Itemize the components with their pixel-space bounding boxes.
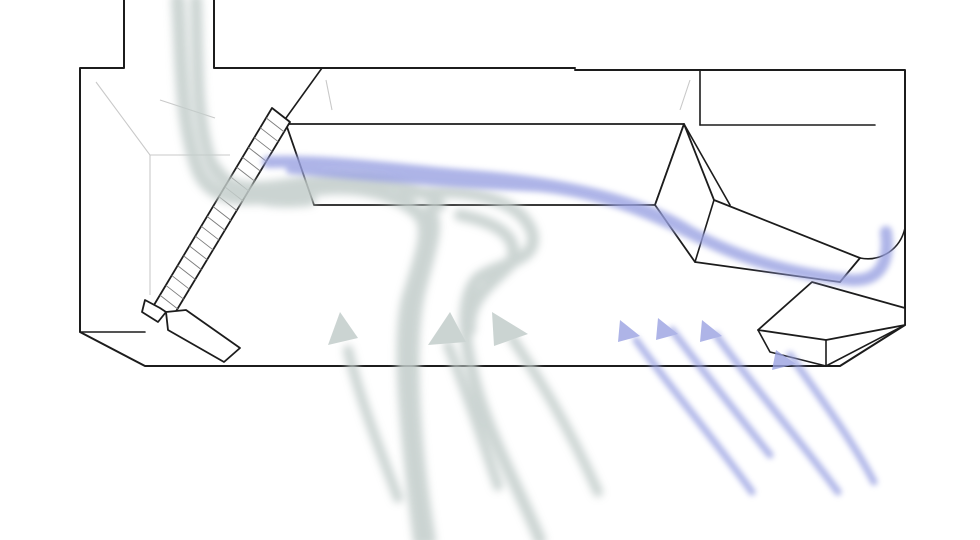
coil-fin (236, 166, 255, 182)
return-airflow-arrows (171, 0, 603, 540)
return-arrowhead-1 (328, 312, 358, 345)
return-arrowhead-3 (492, 312, 528, 346)
outlet-vane (757, 281, 906, 367)
coil-fin (183, 255, 202, 271)
coil-fins (159, 117, 285, 310)
coil-fin (212, 206, 232, 221)
coil-fin (200, 225, 220, 241)
supply-arrowhead-1 (618, 320, 640, 342)
coil-fin (159, 294, 179, 310)
coil-fin (177, 265, 196, 280)
blower-housing (285, 123, 906, 283)
coil-fin (171, 275, 190, 290)
heat-exchanger-coil (141, 107, 291, 363)
supply-arrowhead-4 (772, 350, 796, 370)
return-arrowhead-2 (428, 312, 466, 345)
duct-housing (79, 0, 906, 367)
coil-fin (189, 245, 208, 261)
supply-arrowhead-3 (700, 320, 722, 342)
supply-airflow-arrows (262, 155, 893, 496)
coil-fin (254, 137, 273, 152)
coil-fin (165, 284, 185, 300)
supply-arrowhead-2 (656, 318, 678, 340)
coil-fin (195, 235, 214, 251)
coil-fin (265, 117, 285, 133)
coil-fin (206, 215, 226, 231)
coil-fin (242, 156, 261, 172)
coil-fin (259, 127, 279, 143)
